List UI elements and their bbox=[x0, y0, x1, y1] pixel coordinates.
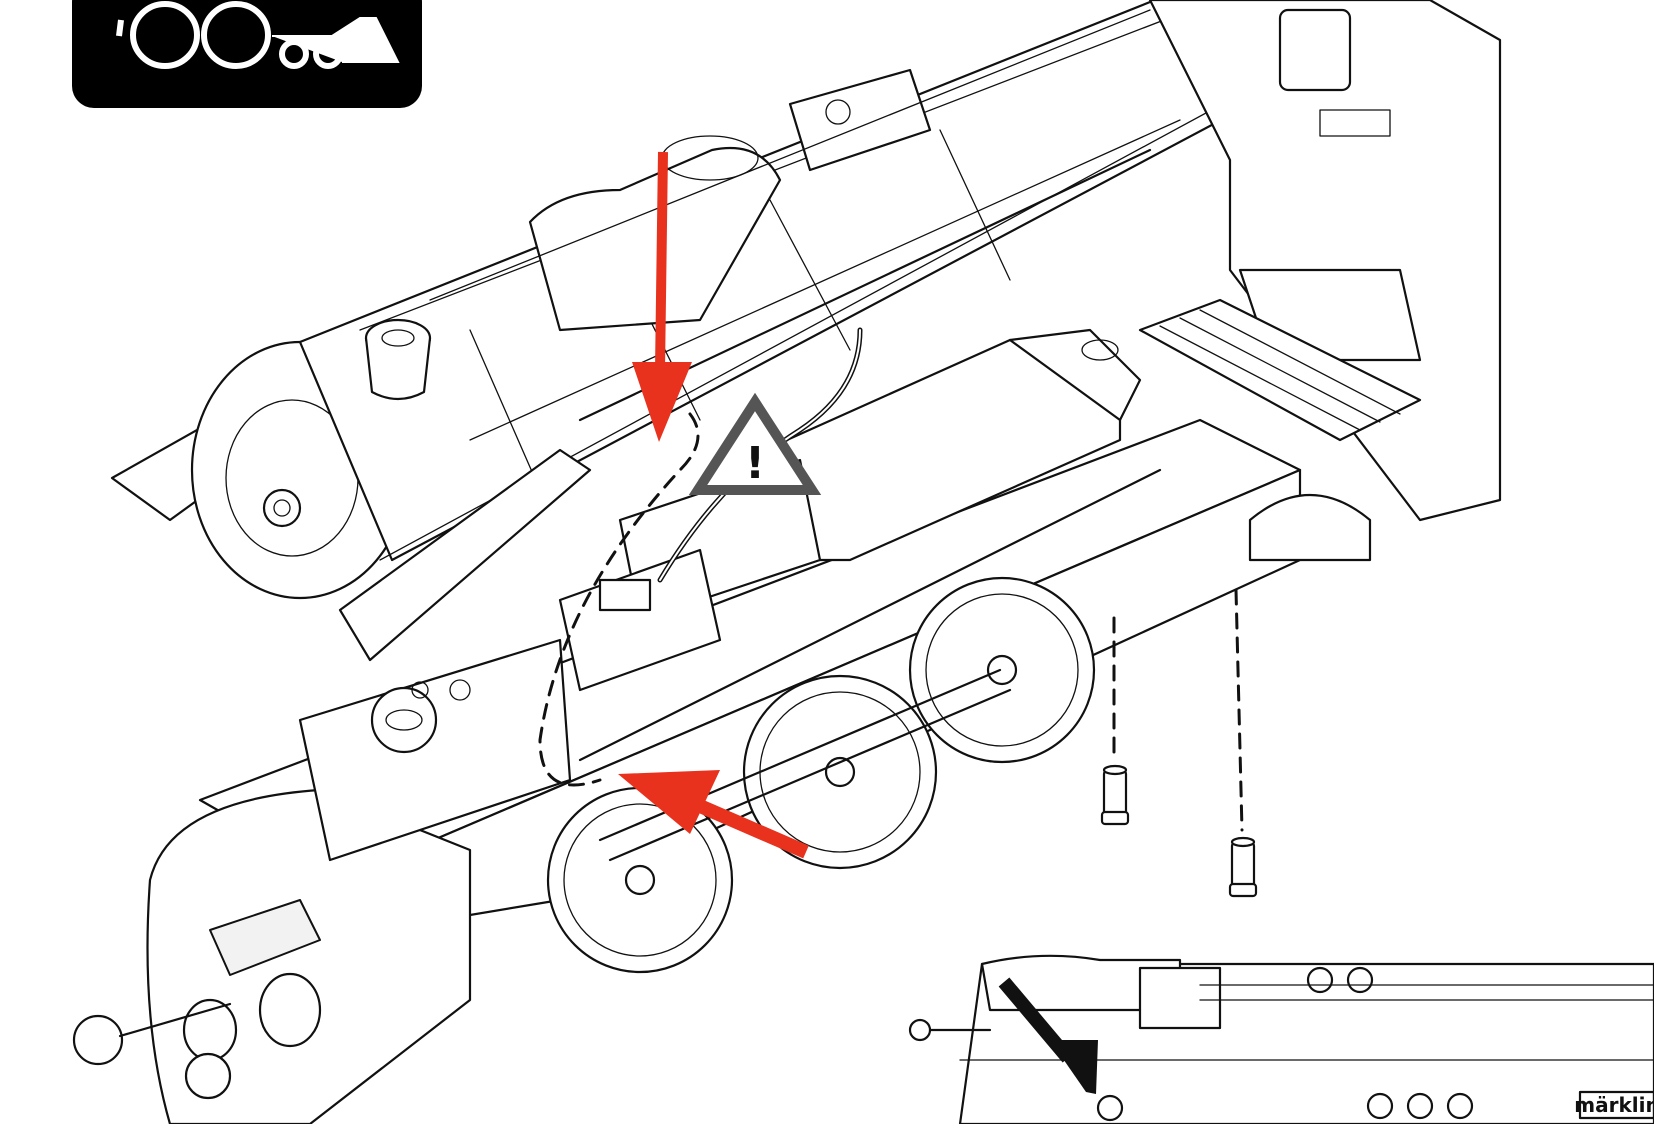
red-arrow-diagonal bbox=[618, 770, 809, 859]
warning-triangle-icon: ! bbox=[688, 392, 822, 495]
connecting-cable bbox=[538, 327, 863, 787]
screw-right bbox=[1228, 836, 1258, 898]
scale-badge bbox=[72, 0, 422, 108]
red-arrow-down bbox=[632, 151, 692, 442]
warning-symbol: ! bbox=[745, 438, 765, 489]
driving-wheels bbox=[546, 576, 1096, 974]
screw-left bbox=[1100, 764, 1130, 826]
chassis-assembly bbox=[72, 298, 1422, 1124]
boiler-body-shell bbox=[110, 0, 1502, 662]
detail-inset: märklin bbox=[908, 954, 1654, 1124]
detail-arrow bbox=[998, 977, 1098, 1094]
brand-label: märklin bbox=[1574, 1093, 1654, 1117]
gauge-0-locomotive-icon bbox=[116, 1, 400, 69]
mounting-screws bbox=[1100, 588, 1258, 898]
